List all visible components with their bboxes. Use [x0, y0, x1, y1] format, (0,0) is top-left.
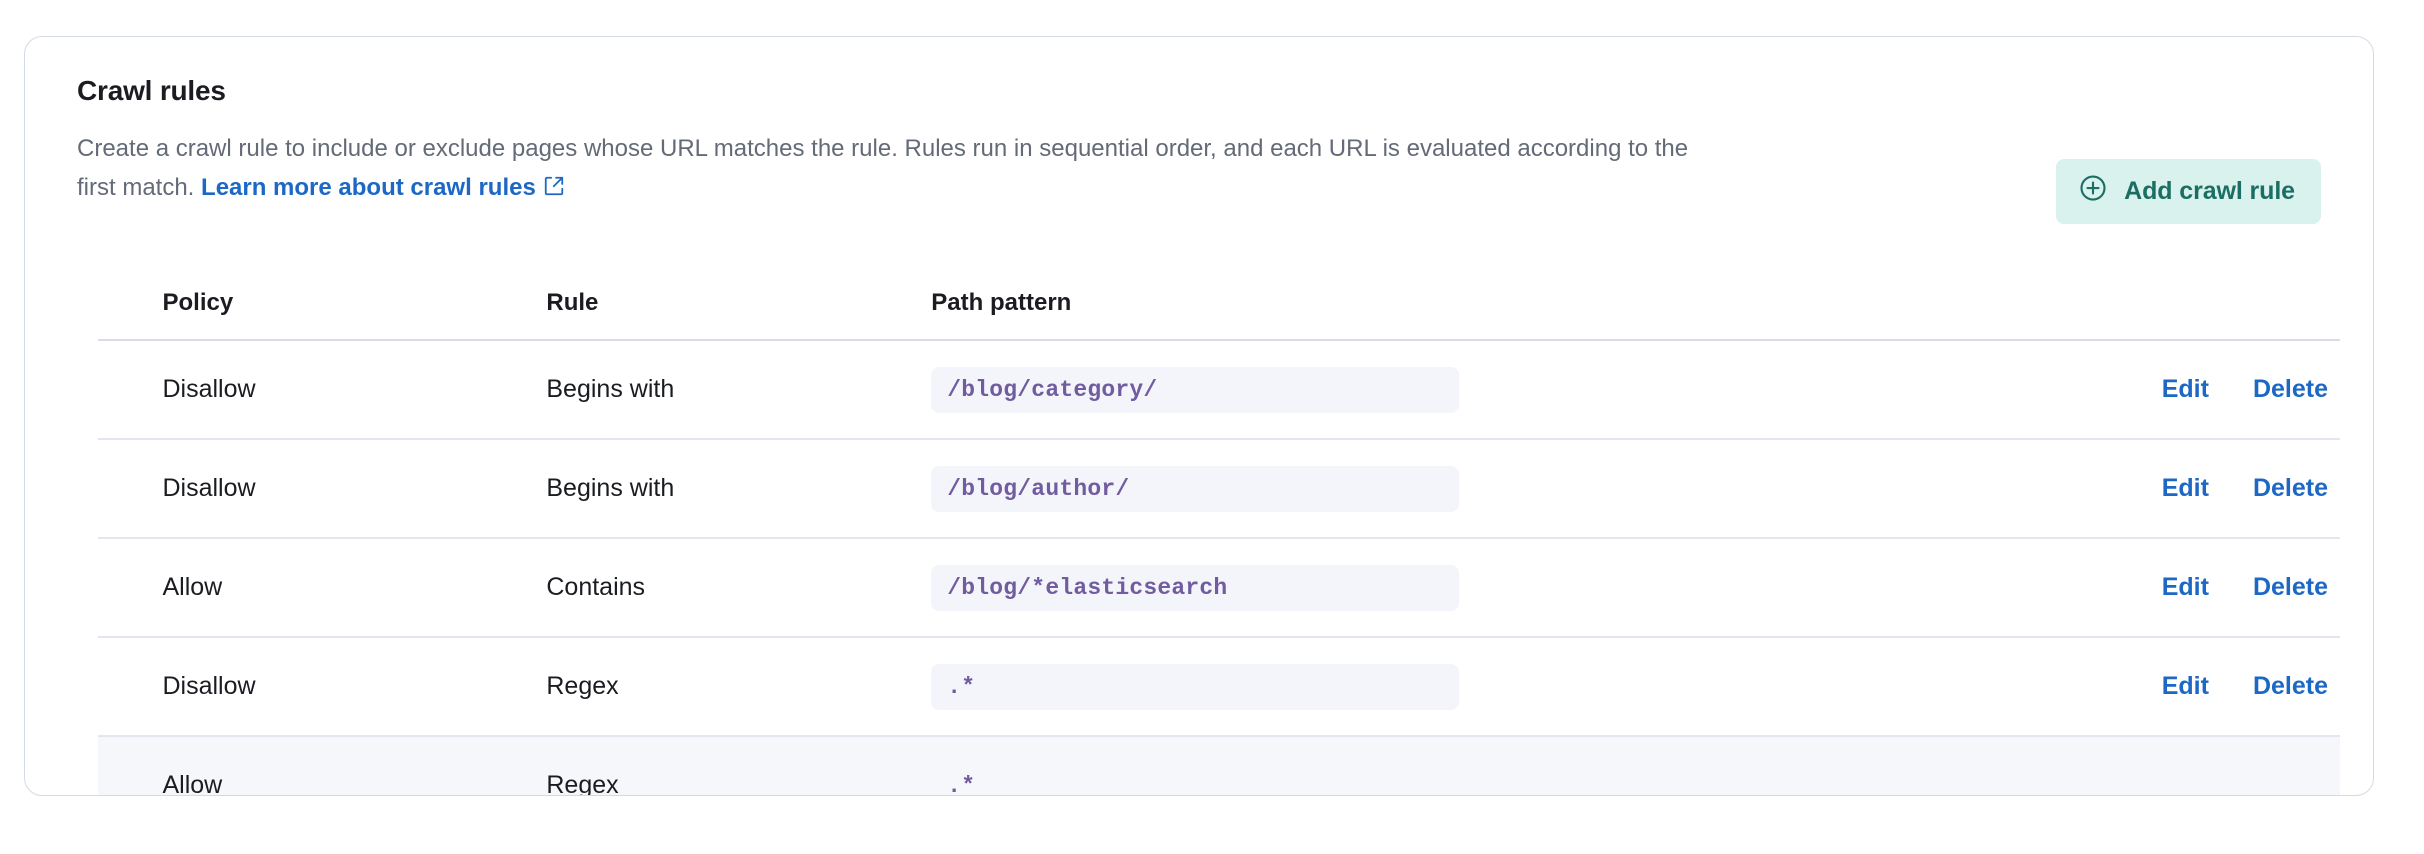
row-actions: Edit Delete [2019, 375, 2341, 404]
cell-rule: Regex [546, 736, 932, 795]
header-row: Policy Rule Path pattern [98, 289, 2340, 341]
edit-link[interactable]: Edit [2161, 375, 2209, 403]
cell-rule: Begins with [546, 439, 932, 539]
edit-link[interactable]: Edit [2161, 672, 2209, 700]
header-cell-policy: Policy [162, 289, 547, 341]
cell-policy: Allow [162, 736, 547, 795]
edit-link[interactable]: Edit [2161, 573, 2209, 601]
path-pattern-code: /blog/author/ [931, 465, 1460, 512]
header-cell-actions [2018, 289, 2340, 341]
header-cell-rule: Rule [546, 289, 932, 341]
cell-path-pattern: /blog/author/ [931, 439, 2019, 539]
delete-link[interactable]: Delete [2252, 672, 2328, 700]
cell-policy: Disallow [162, 637, 547, 737]
cell-path-pattern: /blog/category/ [931, 340, 2019, 440]
cell-rule: Regex [546, 637, 932, 737]
header-cell-path-pattern: Path pattern [931, 289, 2019, 341]
path-pattern-code: /blog/*elasticsearch [931, 564, 1460, 611]
learn-more-link[interactable]: Learn more about crawl rules [201, 174, 536, 201]
add-crawl-rule-label: Add crawl rule [2124, 177, 2295, 205]
path-pattern-code: .* [931, 663, 1460, 710]
table-header: Policy Rule Path pattern [98, 289, 2340, 341]
panel-description: Create a crawl rule to include or exclud… [77, 129, 1717, 209]
row-actions: Edit Delete [2019, 672, 2341, 701]
panel-inner: Crawl rules Create a crawl rule to inclu… [25, 37, 2373, 795]
cell-path-pattern: .* [931, 637, 2019, 737]
external-link-icon [543, 170, 565, 209]
page-title: Crawl rules [77, 75, 226, 106]
header-cell-handle [98, 289, 163, 341]
cell-actions: Edit Delete [2018, 439, 2341, 539]
cell-actions: Edit Delete [2018, 637, 2341, 737]
cell-path-pattern: .* [931, 736, 2019, 796]
edit-link[interactable]: Edit [2161, 474, 2209, 502]
cell-policy: Disallow [162, 340, 547, 440]
add-crawl-rule-button[interactable]: Add crawl rule [2056, 159, 2321, 224]
plus-in-circle-icon [2078, 173, 2108, 210]
drag-handle-cell-empty [98, 736, 163, 795]
drag-handle-cell[interactable] [98, 439, 163, 539]
cell-actions: Edit Delete [2018, 340, 2341, 440]
cell-policy: Disallow [162, 439, 547, 539]
drag-handle-cell[interactable] [98, 637, 163, 737]
cell-path-pattern: /blog/*elasticsearch [931, 538, 2019, 638]
cell-rule: Begins with [546, 340, 932, 440]
path-pattern-code: /blog/category/ [931, 366, 1460, 413]
delete-link[interactable]: Delete [2252, 573, 2328, 601]
row-actions: Edit Delete [2019, 573, 2341, 602]
description-text: Create a crawl rule to include or exclud… [77, 135, 1689, 201]
drag-handle-cell[interactable] [98, 538, 163, 638]
row-actions: Edit Delete [2019, 474, 2341, 503]
cell-policy: Allow [162, 538, 547, 638]
cell-actions: Edit Delete [2018, 538, 2341, 638]
path-pattern-code: .* [947, 772, 976, 796]
crawl-rules-panel: Crawl rules Create a crawl rule to inclu… [24, 36, 2374, 796]
drag-handle-cell[interactable] [98, 340, 163, 440]
cell-rule: Contains [546, 538, 932, 638]
delete-link[interactable]: Delete [2252, 474, 2328, 502]
cell-actions [2018, 736, 2340, 795]
delete-link[interactable]: Delete [2252, 375, 2328, 403]
